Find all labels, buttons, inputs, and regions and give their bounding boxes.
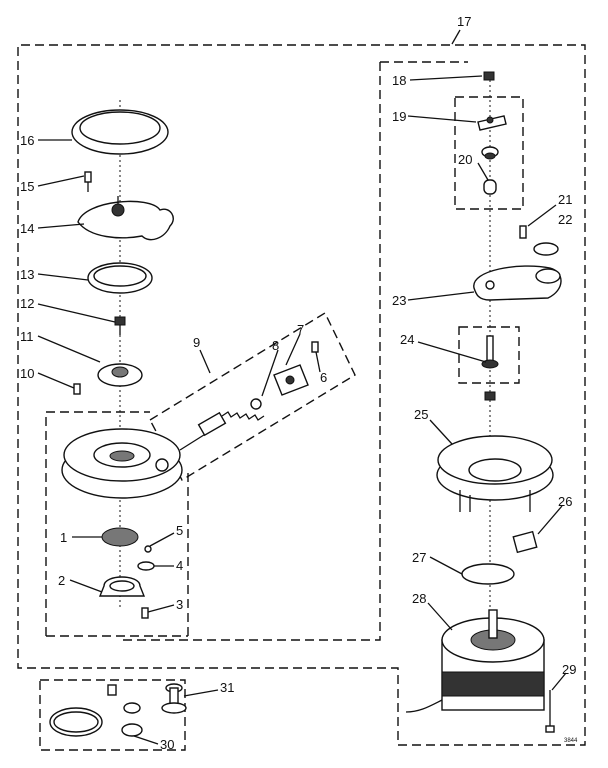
callout-13: 13 [20, 267, 34, 282]
callout-4: 4 [176, 558, 183, 573]
part-18-nut [483, 71, 495, 81]
callout-27: 27 [412, 550, 426, 565]
callout-11: 11 [20, 329, 34, 344]
part-19-clip [477, 115, 507, 131]
callout-20: 20 [458, 152, 472, 167]
pump-housing [61, 428, 183, 499]
callout-10: 10 [20, 366, 34, 381]
part-1-filter-screen [101, 527, 139, 547]
part-16-seal-ring [71, 109, 169, 155]
callout-12: 12 [20, 296, 34, 311]
part-8-valve-assembly [179, 398, 265, 451]
part-15-screw [84, 171, 92, 192]
part-20-spring [481, 146, 499, 195]
part-27-disc [461, 563, 515, 585]
part-3-screw [141, 607, 149, 619]
part-24-shaft-assembly [481, 335, 499, 401]
part-7-bracket [273, 364, 309, 396]
callout-31: 31 [220, 680, 234, 695]
callout-26: 26 [558, 494, 572, 509]
part-14-cover-plate [77, 196, 174, 241]
part-11-impeller [97, 363, 143, 387]
callout-5: 5 [176, 523, 183, 538]
callout-28: 28 [412, 591, 426, 606]
part-25-motor-mount [436, 435, 554, 512]
callout-30: 30 [160, 737, 174, 752]
callout-19: 19 [392, 109, 406, 124]
part-6-screw [311, 341, 319, 353]
callout-15: 15 [20, 179, 34, 194]
part-21-screw [519, 225, 527, 239]
part-13-o-ring [87, 262, 153, 294]
callout-21: 21 [558, 192, 572, 207]
part-10-screw [73, 383, 81, 395]
part-28-motor [405, 609, 545, 713]
parts-drawing [49, 71, 562, 737]
callout-1: 1 [60, 530, 67, 545]
group-outlines [17, 44, 586, 751]
part-22-grommet [533, 242, 559, 256]
callout-23: 23 [392, 293, 406, 308]
callout-2: 2 [58, 573, 65, 588]
part-23-mounting-plate [473, 265, 562, 301]
callout-6: 6 [320, 370, 327, 385]
callout-7: 7 [297, 322, 304, 337]
callout-22: 22 [558, 212, 572, 227]
part-2-lower-housing [98, 576, 146, 597]
part-12-bolt [114, 316, 126, 335]
part-31-plug [161, 683, 187, 714]
callout-8: 8 [272, 338, 279, 353]
callout-25: 25 [414, 407, 428, 422]
callout-labels: 17 16 15 14 13 12 11 10 9 8 7 6 5 4 3 2 … [20, 14, 578, 752]
callout-17: 17 [457, 14, 471, 29]
callout-3: 3 [176, 597, 183, 612]
leader-lines [37, 29, 567, 745]
callout-16: 16 [20, 133, 34, 148]
part-5-ball [144, 545, 152, 553]
part-4-washer [137, 561, 155, 571]
drawing-code: 3844 [564, 738, 578, 744]
callout-29: 29 [562, 662, 576, 677]
callout-14: 14 [20, 221, 34, 236]
callout-24: 24 [400, 332, 414, 347]
callout-18: 18 [392, 73, 406, 88]
callout-9: 9 [193, 335, 200, 350]
part-30-seal-kit [49, 684, 143, 737]
part-26-terminal-block [512, 530, 538, 554]
part-29-screw [545, 690, 555, 733]
